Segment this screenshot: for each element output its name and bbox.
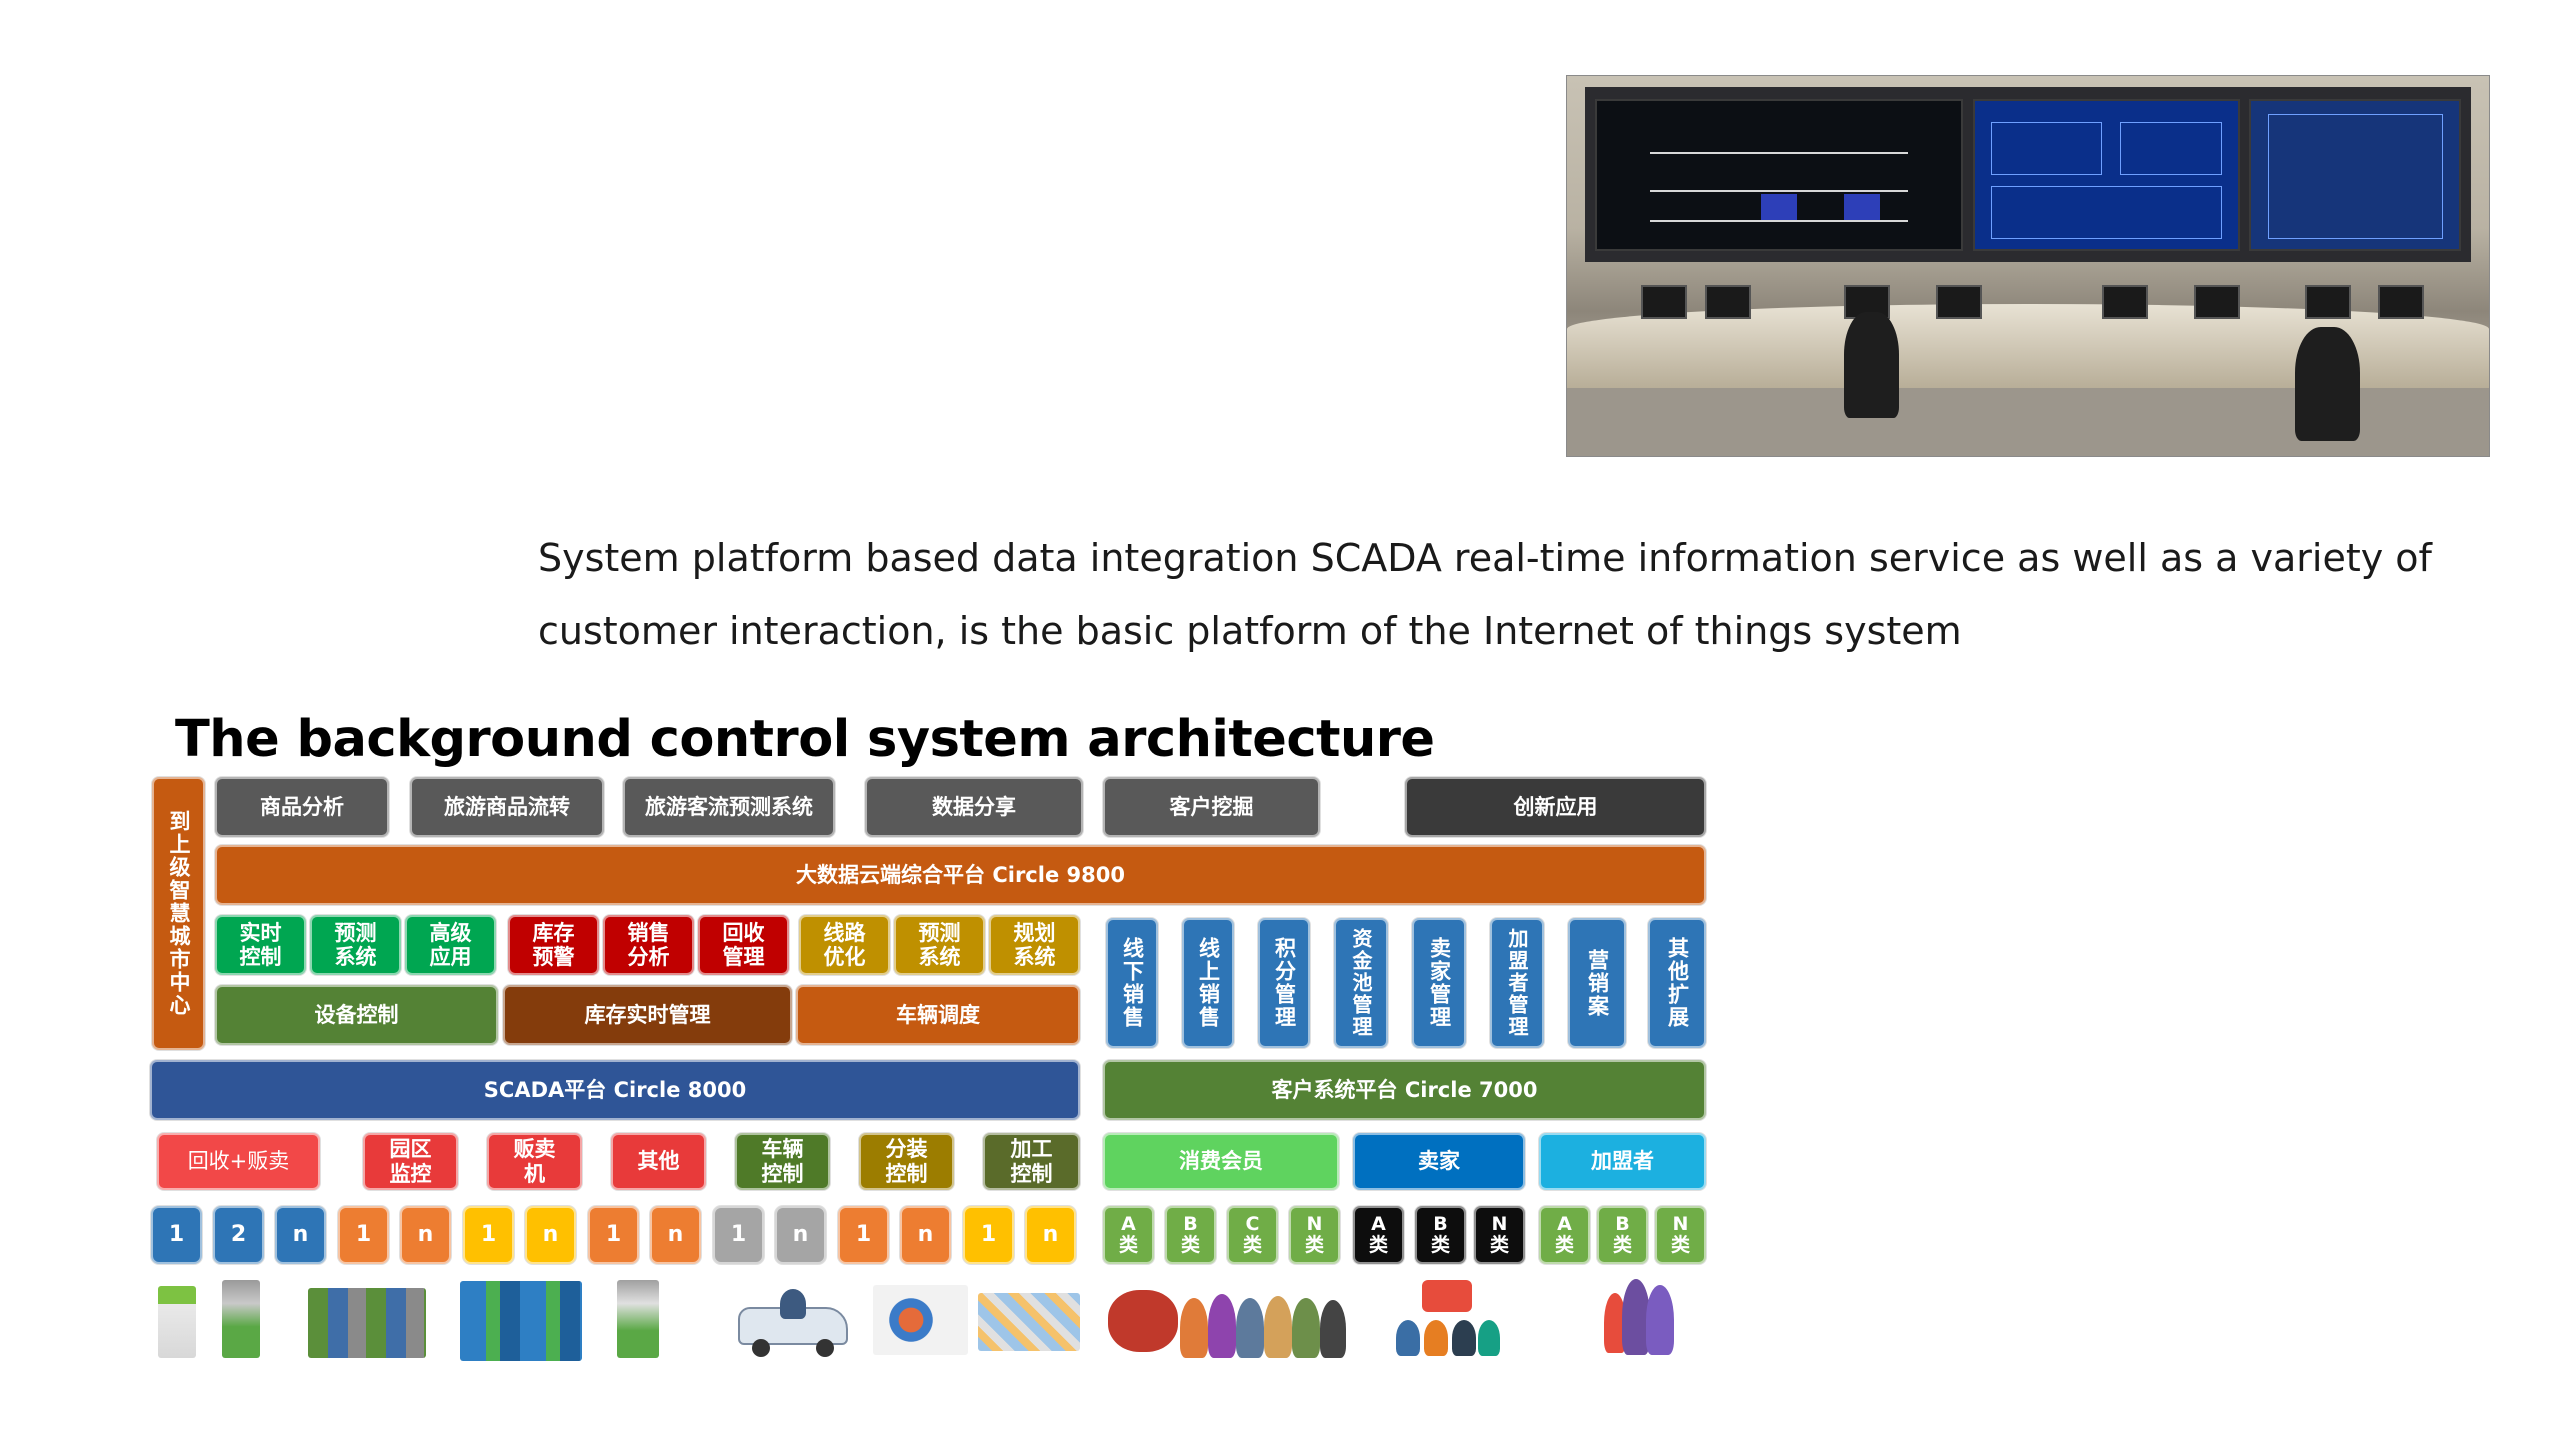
- sellers-illustration: [1392, 1280, 1502, 1362]
- park-monitor-illustration: [308, 1288, 426, 1363]
- module-inventory-alert: 库存 预警: [508, 915, 599, 975]
- group-vehicle-dispatch: 车辆调度: [796, 985, 1080, 1045]
- device-node: 1: [151, 1206, 202, 1264]
- module-realtime-control: 实时 控制: [215, 915, 306, 975]
- vending-machine-illustration: [460, 1281, 582, 1363]
- device-node: n: [400, 1206, 451, 1264]
- description-paragraph: System platform based data integration S…: [538, 536, 2432, 653]
- customer-node: C 类: [1227, 1206, 1278, 1264]
- module-points-management: 积分管理: [1258, 918, 1310, 1048]
- customer-node: A 类: [1103, 1206, 1154, 1264]
- customer-node: N 类: [1474, 1206, 1525, 1264]
- device-node: n: [525, 1206, 576, 1264]
- module-marketing-plan: 营销案: [1568, 918, 1626, 1048]
- device-type-processing-control: 加工 控制: [983, 1133, 1080, 1190]
- device-node: 2: [213, 1206, 264, 1264]
- device-type-recycle-vending: 回收+贩卖: [157, 1133, 320, 1190]
- device-node: n: [900, 1206, 951, 1264]
- franchisee-illustration: [1598, 1275, 1688, 1363]
- customer-node: B 类: [1597, 1206, 1648, 1264]
- customer-platform-bar: 客户系统平台 Circle 7000: [1103, 1060, 1706, 1120]
- module-sales-analysis: 销售 分析: [603, 915, 694, 975]
- diagram-title: The background control system architectu…: [175, 710, 1435, 769]
- logistics-illustration: [873, 1275, 1083, 1363]
- top-app-innovation: 创新应用: [1405, 777, 1706, 837]
- recycle-kiosk-illustration: [156, 1280, 266, 1365]
- device-node: n: [1025, 1206, 1076, 1264]
- device-node: 1: [338, 1206, 389, 1264]
- module-other-extensions: 其他扩展: [1648, 918, 1706, 1048]
- module-forecast-system: 预测 系统: [310, 915, 401, 975]
- customer-node: B 类: [1165, 1206, 1216, 1264]
- device-node: n: [775, 1206, 826, 1264]
- group-device-control: 设备控制: [215, 985, 498, 1045]
- scada-display-screen: [1594, 98, 1964, 251]
- other-device-illustration: [613, 1280, 663, 1362]
- customer-node: N 类: [1289, 1206, 1340, 1264]
- smart-city-center-column: 到上级智慧城市中心: [152, 777, 205, 1050]
- device-node: n: [650, 1206, 701, 1264]
- scada-platform-bar: SCADA平台 Circle 8000: [150, 1060, 1080, 1120]
- members-crowd-illustration: [1108, 1280, 1348, 1368]
- architecture-diagram: 到上级智慧城市中心 商品分析 旅游商品流转 旅游客流预测系统 数据分享 客户挖掘…: [148, 775, 1718, 1375]
- device-node: 1: [713, 1206, 764, 1264]
- device-type-vehicle-control: 车辆 控制: [735, 1133, 830, 1190]
- device-node: 1: [838, 1206, 889, 1264]
- device-node: 1: [963, 1206, 1014, 1264]
- customer-node: N 类: [1655, 1206, 1706, 1264]
- module-route-optimization: 线路 优化: [799, 915, 890, 975]
- module-fund-pool-management: 资金池管理: [1334, 918, 1388, 1048]
- top-app-flow-forecast: 旅游客流预测系统: [623, 777, 835, 837]
- customer-type-seller: 卖家: [1353, 1133, 1525, 1190]
- top-app-customer-mining: 客户挖掘: [1103, 777, 1320, 837]
- customer-node: B 类: [1415, 1206, 1466, 1264]
- table-display-screen: [2249, 98, 2462, 251]
- top-app-commodity-analysis: 商品分析: [215, 777, 389, 837]
- device-type-vending-machine: 贩卖 机: [487, 1133, 582, 1190]
- customer-node: A 类: [1539, 1206, 1590, 1264]
- module-seller-management: 卖家管理: [1412, 918, 1466, 1048]
- vehicle-illustration: [738, 1285, 848, 1360]
- customer-node: A 类: [1353, 1206, 1404, 1264]
- device-node: 1: [588, 1206, 639, 1264]
- customer-type-franchisee: 加盟者: [1539, 1133, 1706, 1190]
- module-advanced-app: 高级 应用: [405, 915, 496, 975]
- control-room-photo: [1566, 75, 2490, 457]
- module-recycling-management: 回收 管理: [698, 915, 789, 975]
- device-type-packing-control: 分装 控制: [859, 1133, 954, 1190]
- module-online-sales: 线上销售: [1182, 918, 1234, 1048]
- module-franchisee-management: 加盟者管理: [1490, 918, 1544, 1048]
- customer-type-member: 消费会员: [1103, 1133, 1339, 1190]
- device-type-other: 其他: [611, 1133, 706, 1190]
- device-node: 1: [463, 1206, 514, 1264]
- device-node: n: [275, 1206, 326, 1264]
- chart-display-screen: [1972, 98, 2241, 251]
- cloud-platform-bar: 大数据云端综合平台 Circle 9800: [215, 845, 1706, 905]
- top-app-data-sharing: 数据分享: [865, 777, 1083, 837]
- module-offline-sales: 线下销售: [1106, 918, 1158, 1048]
- device-type-park-monitoring: 园区 监控: [363, 1133, 458, 1190]
- module-planning-system: 规划 系统: [989, 915, 1080, 975]
- top-app-goods-circulation: 旅游商品流转: [410, 777, 604, 837]
- module-forecast-system-2: 预测 系统: [894, 915, 985, 975]
- group-inventory-management: 库存实时管理: [503, 985, 792, 1045]
